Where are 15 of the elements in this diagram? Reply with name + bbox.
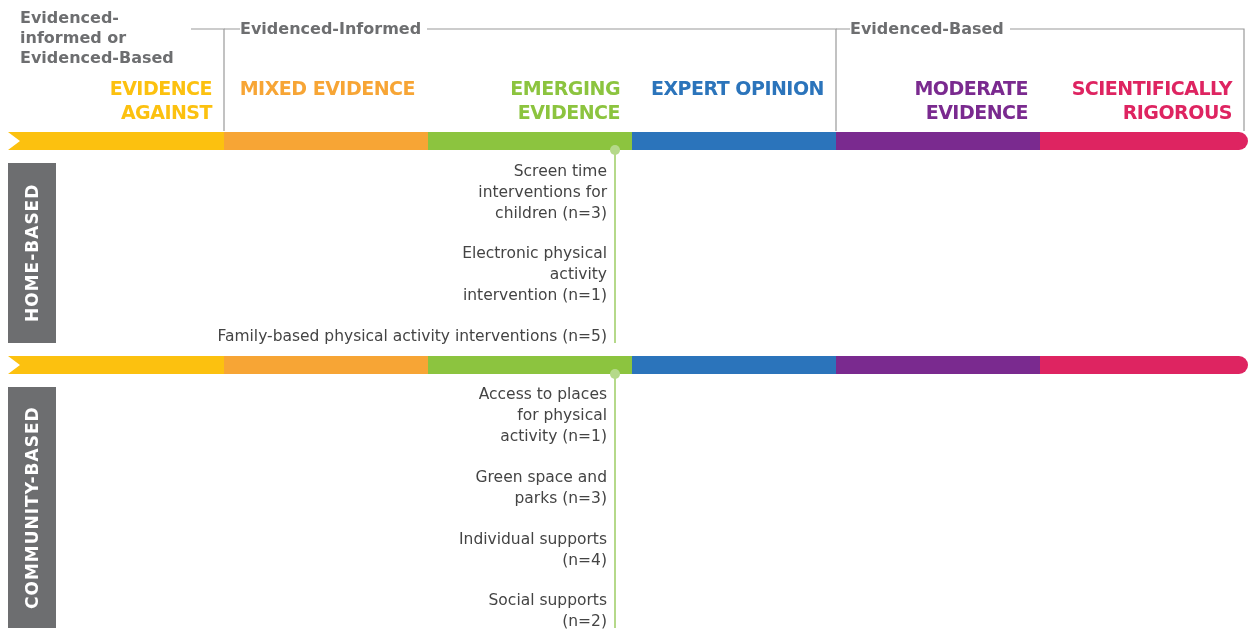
category-band: COMMUNITY-BASED <box>8 387 56 628</box>
category-band: HOME-BASED <box>8 163 56 343</box>
evidence-level-heading: MODERATE EVIDENCE <box>913 76 1028 124</box>
intervention-label: Access to places for physical activity (n=1) <box>477 384 607 447</box>
intervention-label: Family-based physical activity interventions (n=5) <box>216 326 607 347</box>
evidence-level-heading: MIXED EVIDENCE <box>238 76 415 100</box>
intervention-label: Electronic physical activity intervention (n=1) <box>461 243 607 306</box>
intervention-label: Screen time interventions for children (n=3) <box>477 161 607 224</box>
evidence-level-heading: EXPERT OPINION <box>649 76 824 100</box>
intervention-label: Social supports (n=2) <box>487 590 607 632</box>
intervention-label: Individual supports (n=4) <box>458 529 607 571</box>
intervention-label: Green space and parks (n=3) <box>474 467 607 509</box>
evidence-level-heading: EMERGING EVIDENCE <box>509 76 620 124</box>
evidence-level-heading: SCIENTIFICALLY RIGOROUS <box>1070 76 1232 124</box>
evidence-level-heading: EVIDENCE AGAINST <box>108 76 212 124</box>
